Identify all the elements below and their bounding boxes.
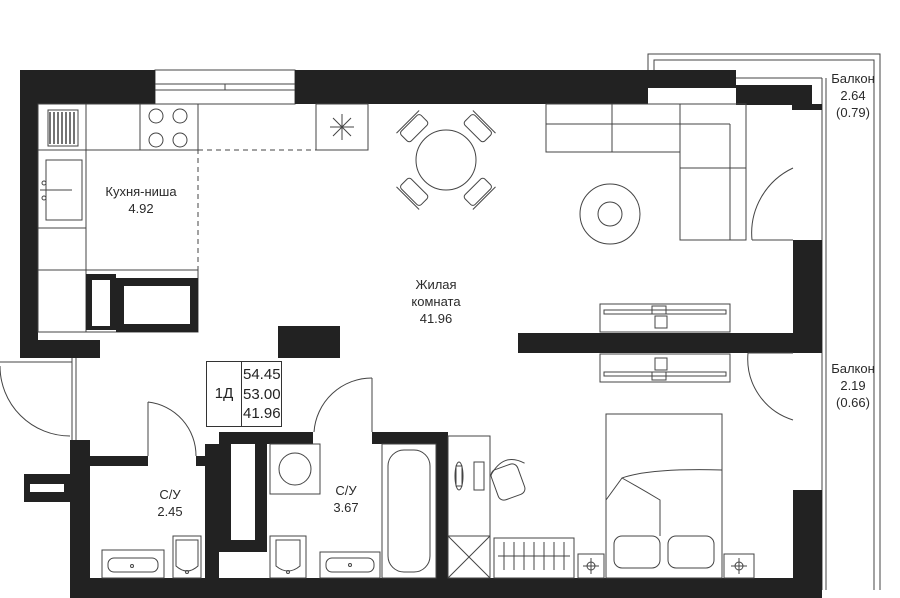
- bath-left-name: С/У: [159, 487, 181, 502]
- room-label-bath-right: С/У 3.67: [316, 482, 376, 516]
- balcony-top-coef: (0.79): [836, 105, 870, 120]
- room-label-balcony-top: Балкон 2.64 (0.79): [824, 70, 882, 121]
- room-label-living: Жилая комната 41.96: [396, 276, 476, 327]
- walls: [20, 70, 822, 598]
- doors: [0, 167, 794, 457]
- kitchen-appliances-inner: [92, 280, 190, 326]
- room-label-bath-left: С/У 2.45: [140, 486, 200, 520]
- sofa: [545, 103, 747, 245]
- total-area: 54.45: [243, 366, 281, 383]
- balcony-bottom-name: Балкон: [831, 361, 875, 376]
- balcony-top-area: 2.64: [840, 88, 866, 103]
- reduced-area: 53.00: [243, 385, 281, 403]
- living-area: 41.96: [419, 311, 453, 326]
- bath-right-name: С/У: [335, 483, 357, 498]
- balcony-bottom-area: 2.19: [840, 378, 866, 393]
- study-bedroom-furniture: [447, 413, 755, 579]
- apartment-area-badge: 1Д 54.45 53.00 41.96: [206, 361, 282, 427]
- apartment-type: 1Д: [207, 362, 242, 426]
- living-name-line2: комната: [411, 294, 461, 309]
- kitchen-name: Кухня-ниша: [105, 184, 177, 199]
- bath-left-area: 2.45: [157, 504, 183, 519]
- room-label-kitchen: Кухня-ниша 4.92: [96, 183, 186, 217]
- living-name-line1: Жилая: [415, 277, 457, 292]
- tv-units: [599, 303, 731, 383]
- bath-right-area: 3.67: [333, 500, 359, 515]
- living-area-total: 41.96: [243, 405, 281, 422]
- dining-set: [396, 110, 496, 210]
- kitchen-area: 4.92: [128, 201, 154, 216]
- wall-voids: [30, 444, 255, 540]
- balcony-bottom-coef: (0.66): [836, 395, 870, 410]
- balcony-top-name: Балкон: [831, 71, 875, 86]
- apartment-area-values: 54.45 53.00 41.96: [243, 365, 281, 424]
- bathroom-left-fixtures: [101, 535, 202, 579]
- bathroom-right-fixtures: [269, 443, 437, 579]
- room-label-balcony-bottom: Балкон 2.19 (0.66): [824, 360, 882, 411]
